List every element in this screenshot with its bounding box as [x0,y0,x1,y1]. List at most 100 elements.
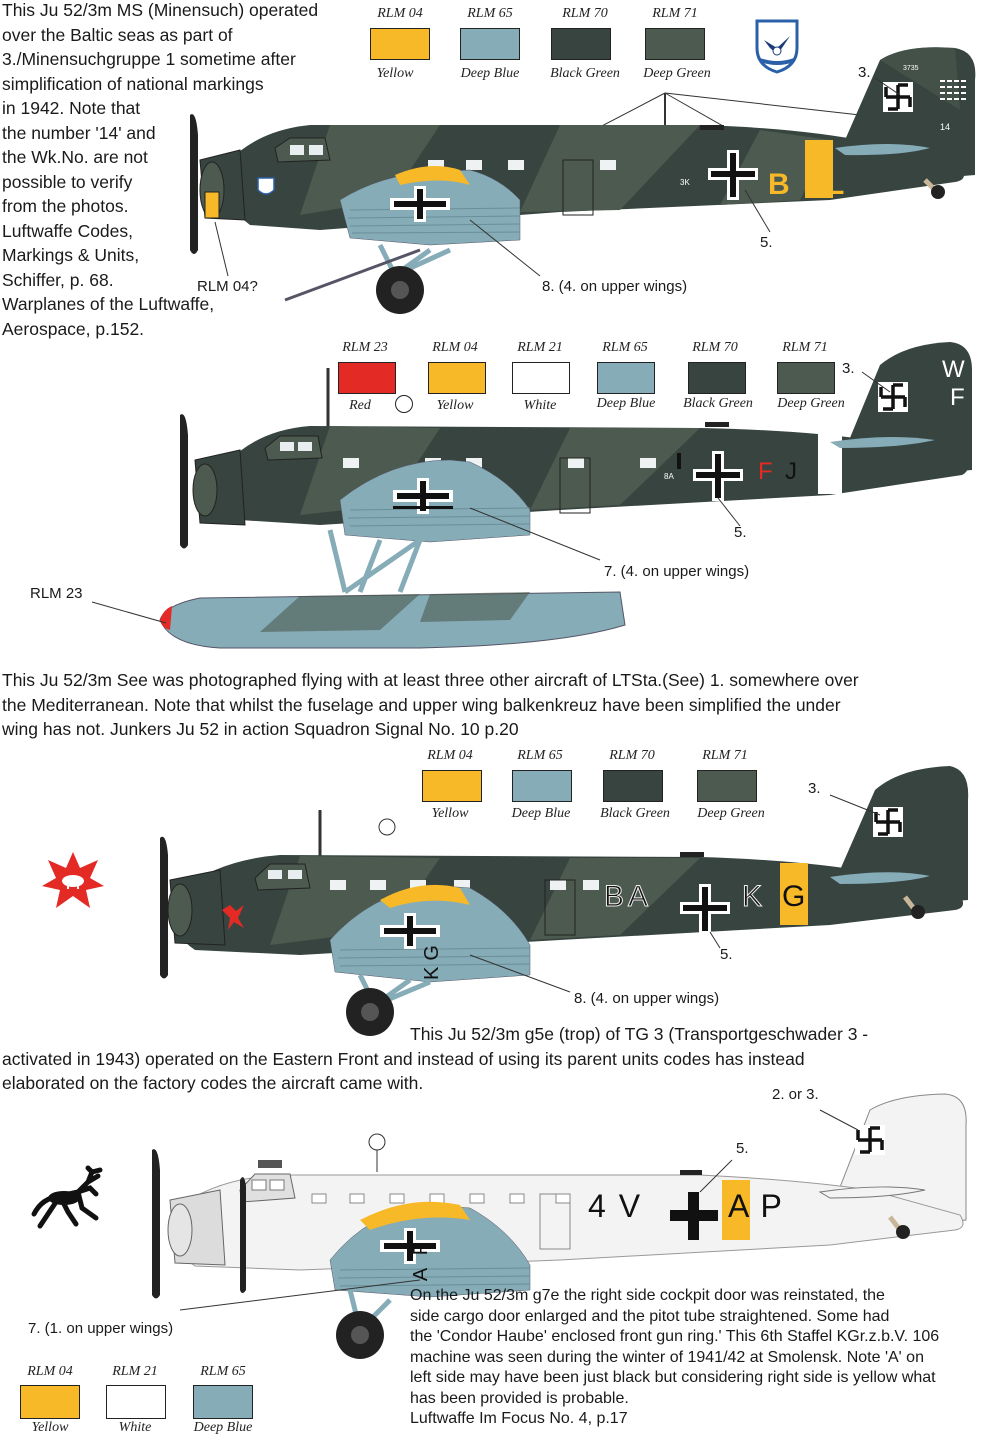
swatch-rlm65 [460,28,520,60]
swatch-name: Deep Blue [596,396,656,411]
callout-8: 8. (4. on upper wings) [542,278,688,295]
swatch-rlm65 [512,770,572,802]
swatch-rlm71 [645,28,705,60]
swatch-rlm65 [597,362,655,394]
desc-line: simplification of national markings [2,73,264,94]
swatch-name: Yellow [436,398,474,413]
swatch-code: RLM 04 [427,748,473,763]
desc-line: On the Ju 52/3m g7e the right side cockp… [410,1287,885,1304]
swatch-code: RLM 65 [517,748,563,763]
unit-emblem-shield-icon [755,19,799,74]
callout-2-or-3: 2. or 3. [772,1086,819,1103]
swatch-code: RLM 04 [377,6,423,21]
swatch-code: RLM 70 [562,6,608,21]
desc-line: Luftwaffe Im Focus No. 4, p.17 [410,1410,628,1427]
profile2-code-black: J [785,458,797,485]
callout-3: 3. [858,64,871,81]
callout-5: 5. [760,234,773,251]
swatch-name: Red [349,398,371,413]
callout-5: 5. [720,946,733,963]
pig-star-emblem-icon [42,852,104,908]
swatch-name: Deep Blue [460,66,520,81]
swatch-code: RLM 70 [692,340,738,355]
desc-line: activated in 1943) operated on the Easte… [2,1048,805,1069]
profile1-description: This Ju 52/3m MS (Minensuch) operated ov… [2,0,362,341]
swatch-name: White [523,398,557,413]
swatch-code: RLM 04 [27,1364,73,1379]
profile1-tail-number-top: 3735 [903,65,919,72]
callout-3: 3. [808,780,821,797]
desc-line: the Wk.No. are not [2,147,148,167]
leaping-deer-emblem-icon [31,1165,103,1229]
profile4-wing-code: A P [410,1237,433,1282]
swatch-name: Deep Blue [511,806,571,821]
profile4-code-left: 4 V [588,1188,643,1224]
swatch-name: Deep Green [777,396,845,411]
profile2-description: This Ju 52/3m See was photographed flyin… [2,668,992,742]
desc-line: Aerospace, p.152. [2,318,145,339]
callout-5: 5. [734,524,747,541]
profile1-tail-number: 14 [940,122,951,132]
profile1-small-code: 3K [680,178,690,187]
desc-line: side cargo door enlarged and the pitot t… [410,1307,890,1325]
swatch-code: RLM 65 [602,340,648,355]
desc-line: wing has not. Junkers Ju 52 in action Sq… [2,719,519,739]
desc-line: Warplanes of the Luftwaffe, [2,294,215,314]
swatch-name: White [118,1420,152,1435]
profile1-fuselage-code: B L [768,168,859,201]
profile4-description: On the Ju 52/3m g7e the right side cockp… [410,1286,999,1430]
desc-line: in 1942. Note that [2,98,141,118]
swatch-rlm71 [697,770,757,802]
swatch-name: Deep Green [643,66,711,81]
desc-line: the 'Condor Haube' enclosed front gun ri… [410,1328,940,1345]
swatch-code: RLM 23 [342,340,388,355]
profile4-code-right: A P [728,1188,784,1224]
callout-8: 8. (4. on upper wings) [574,990,720,1007]
callout-7: 7. (4. on upper wings) [604,563,750,580]
desc-line: has been provided is probable. [410,1389,629,1407]
desc-line: This Ju 52/3m g5e (trop) of TG 3 (Transp… [410,1024,869,1044]
desc-line: This Ju 52/3m See was photographed flyin… [2,670,859,690]
swatch-name: Yellow [376,66,414,81]
profile3-code-left: BA [603,880,653,914]
profile3-description: This Ju 52/3m g5e (trop) of TG 3 (Transp… [2,1022,997,1096]
swatch-name: Black Green [600,806,670,821]
swatch-rlm70 [603,770,663,802]
swatch-rlm70 [688,362,746,394]
swatch-name: Black Green [550,66,620,81]
profile2-code-red: F [758,458,773,485]
desc-line: machine was seen during the winter of 19… [410,1348,924,1366]
desc-line: from the photos. [2,196,129,216]
profile1-aircraft [190,47,976,314]
swatch-rlm70 [551,28,611,60]
desc-line: left side may have been just black but c… [410,1369,936,1386]
profile2-tail-code-bottom: F [950,384,965,411]
desc-line: This Ju 52/3m MS (Minensuch) operated [2,0,319,20]
profile4-aircraft [152,1093,967,1359]
desc-line: Schiffer, p. 68. [2,269,114,290]
desc-line: possible to verify [2,171,133,192]
swatch-rlm21 [106,1385,166,1419]
profile3-wing-code: KG [420,939,443,980]
swatch-name: Black Green [683,396,753,411]
desc-line: 3./Minensuchgruppe 1 sometime after [2,49,296,69]
swatch-rlm23 [338,362,396,394]
callout-spinner: RLM 04? [197,278,258,295]
desc-line: elaborated on the factory codes the airc… [2,1073,424,1093]
callout-7: 7. (1. on upper wings) [28,1320,174,1337]
profile2-small-code: 8A [664,472,674,481]
swatch-rlm04 [20,1385,80,1419]
callout-5: 5. [736,1140,749,1157]
swatch-name: Deep Blue [193,1420,253,1435]
desc-line: the number '14' and [2,122,156,143]
swatch-code: RLM 65 [200,1364,246,1379]
swatch-code: RLM 21 [112,1364,158,1379]
callout-3: 3. [842,360,855,377]
swatch-rlm71 [777,362,835,394]
swatch-code: RLM 70 [609,748,655,763]
callout-float-tip: RLM 23 [30,585,83,602]
swatch-code: RLM 21 [517,340,563,355]
white-circle-icon [395,395,413,413]
swatch-name: Yellow [31,1420,69,1435]
profile3-aircraft [160,766,969,1036]
